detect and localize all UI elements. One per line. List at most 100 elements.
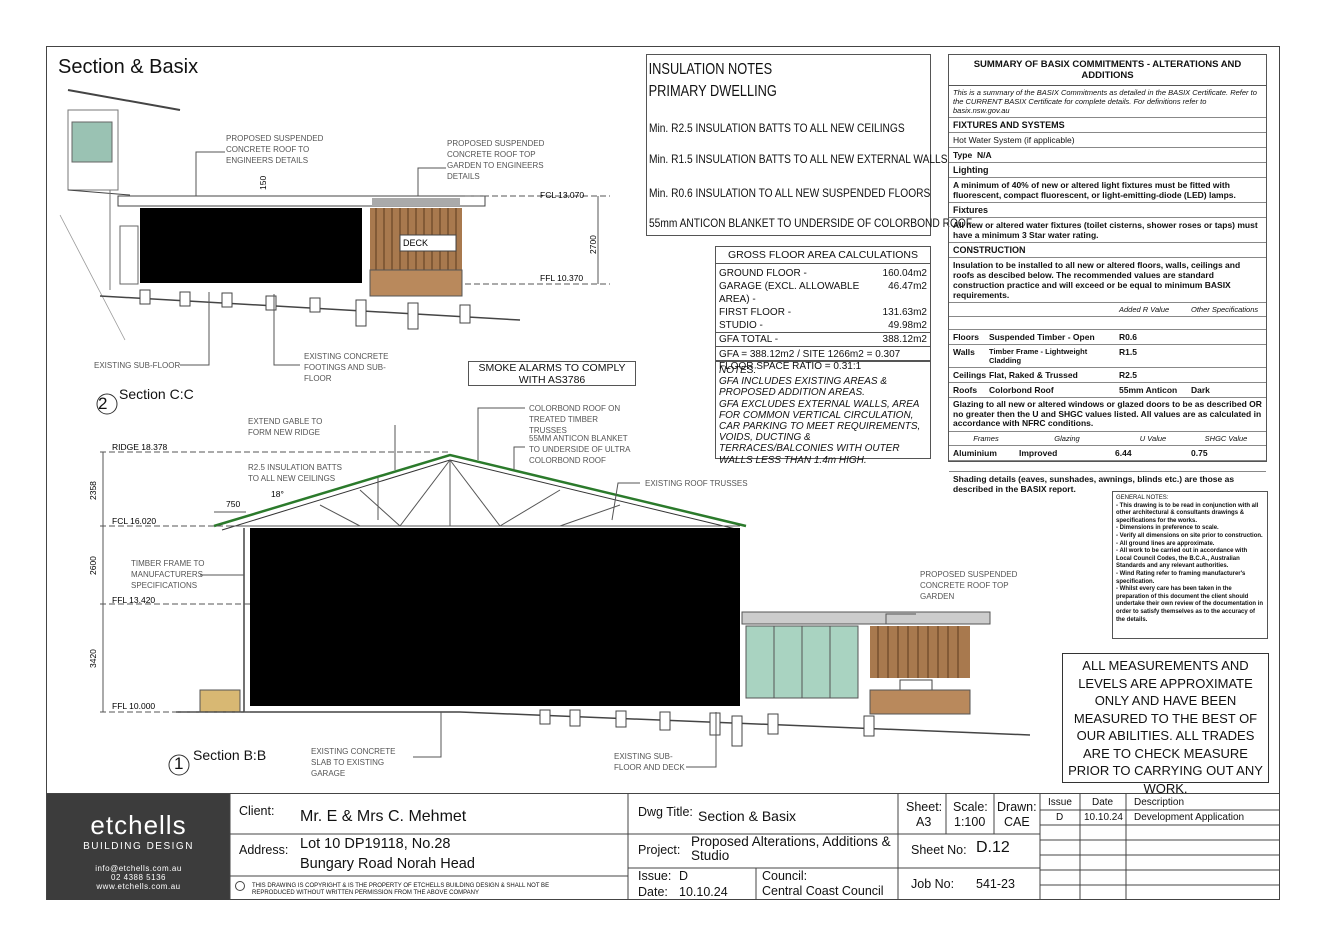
insulation-line-3: Min. R0.6 INSULATION TO ALL NEW SUSPENDE… — [649, 186, 931, 200]
basix-col-r: Added R Value — [1119, 305, 1170, 314]
gfa-row: GARAGE (EXCL. ALLOWABLE AREA) -46.47m2 — [719, 281, 927, 305]
section-cc-drawing: DECK FCL 13.070 FFL 10.370 2700 150 — [59, 89, 610, 415]
insulation-line-1: Min. R2.5 INSULATION BATTS TO ALL NEW CE… — [649, 121, 905, 135]
ffl-cc: FFL 10.370 — [540, 273, 583, 283]
fcl-bb: FCL 16.020 — [112, 516, 156, 526]
date-label: Date: — [638, 885, 668, 899]
gfa-notes: NOTES: GFA INCLUDES EXISTING AREAS & PRO… — [715, 361, 931, 466]
council-label: Council: — [762, 869, 808, 883]
insulation-line-4: 55mm ANTICON BLANKET TO UNDERSIDE OF COL… — [649, 216, 973, 230]
general-notes: GENERAL NOTES: - This drawing is to be r… — [1112, 491, 1268, 639]
annotation-cc-footings: EXISTING CONCRETE FOOTINGS AND SUB-FLOOR — [304, 352, 389, 383]
basix-type-value: N/A — [976, 150, 992, 160]
section-drawings: DECK FCL 13.070 FFL 10.370 2700 150 — [59, 89, 1031, 776]
ridge-level: RIDGE 18.378 — [112, 442, 168, 452]
smoke-alarm-note: SMOKE ALARMS TO COMPLY WITH AS3786 — [468, 361, 636, 386]
insulation-title-1: INSULATION NOTES — [648, 61, 773, 78]
sheet-label: Sheet: — [906, 800, 943, 814]
dim-2600: 2600 — [88, 556, 98, 575]
section-bb-drawing: RIDGE 18.378 FCL 16.020 FFL 13.420 FFL 1… — [88, 407, 1031, 776]
job-no-value: 541-23 — [976, 877, 1015, 891]
section-cc-number: 2 — [98, 394, 108, 413]
rev-col-date: Date — [1092, 797, 1114, 808]
general-note-item: - Wind Rating refer to framing manufactu… — [1116, 570, 1246, 585]
gfa-ratio-2: FLOOR SPACE RATIO = 0.31:1 — [719, 361, 862, 372]
basix-lighting: A minimum of 40% of new or altered light… — [949, 178, 1266, 203]
annotation-bb-timber: TIMBER FRAME TO MANUFACTURERS SPECIFICAT… — [131, 559, 205, 590]
basix-intro: This is a summary of the BASIX Commitmen… — [949, 86, 1266, 118]
ffl-13420: FFL 13.420 — [112, 595, 155, 605]
rev-issue: D — [1056, 812, 1064, 823]
annotation-bb-trusses: EXISTING ROOF TRUSSES — [645, 479, 748, 488]
logo-subtitle: BUILDING DESIGN — [83, 841, 194, 852]
sheet-no-value: D.12 — [976, 839, 1010, 856]
rev-col-description: Description — [1134, 797, 1185, 808]
project-label: Project: — [638, 843, 681, 857]
basix-summary: SUMMARY OF BASIX COMMITMENTS - ALTERATIO… — [948, 54, 1267, 494]
drawn-label: Drawn: — [997, 800, 1037, 814]
basix-title: SUMMARY OF BASIX COMMITMENTS - ALTERATIO… — [949, 55, 1266, 86]
annotation-bb-garden: PROPOSED SUSPENDED CONCRETE ROOF TOP GAR… — [920, 570, 1018, 601]
company-logo: etchells BUILDING DESIGN info@etchells.c… — [47, 794, 230, 900]
rev-description: Development Application — [1134, 812, 1245, 823]
measurements-disclaimer: ALL MEASUREMENTS AND LEVELS ARE APPROXIM… — [1062, 653, 1269, 796]
section-bb-number: 1 — [174, 754, 184, 773]
basix-fixtures-subheading: Fixtures — [949, 203, 1266, 218]
general-notes-title: GENERAL NOTES: — [1116, 495, 1169, 501]
issue-label: Issue: — [638, 869, 672, 883]
annotation-bb-gable: EXTEND GABLE TO FORM NEW RIDGE — [248, 417, 323, 437]
address-line-1: Lot 10 DP19118, No.28 — [300, 836, 451, 852]
rev-date: 10.10.24 — [1084, 812, 1123, 823]
annotation-bb-anticon: 55mm ANTICON BLANKET TO UNDERSIDE OF ULT… — [529, 434, 631, 465]
gfa-table: GROSS FLOOR AREA CALCULATIONS GROUND FLO… — [715, 246, 931, 372]
general-note-item: - This drawing is to be read in conjunct… — [1116, 502, 1259, 524]
scale-value: 1:100 — [954, 815, 986, 829]
annotation-cc-garden: PROPOSED SUSPENDED CONCRETE ROOF TOP GAR… — [447, 139, 545, 181]
annotation-bb-subfloor: EXISTING SUB- FLOOR AND DECK — [614, 752, 685, 772]
roof-pitch: 18° — [271, 489, 284, 499]
ffl-10000: FFL 10.000 — [112, 701, 155, 711]
gfa-title: GROSS FLOOR AREA CALCULATIONS — [716, 247, 930, 264]
dwg-title-label: Dwg Title: — [638, 805, 693, 819]
gfa-row: FIRST FLOOR -131.63m2 — [719, 307, 927, 318]
sheet-title: Section & Basix — [58, 56, 199, 78]
issue-value: D — [679, 869, 689, 883]
copyright-notice: THIS DRAWING IS COPYRIGHT & IS THE PROPE… — [252, 883, 550, 896]
address-line-2: Bungary Road Norah Head — [300, 856, 475, 872]
redaction-block — [140, 208, 362, 283]
gfa-row: STUDIO -49.98m2 — [719, 320, 927, 331]
address-label: Address: — [239, 843, 289, 857]
general-note-item: - Whilst every care has been taken in th… — [1116, 586, 1264, 623]
sheet-no-label: Sheet No: — [911, 843, 967, 857]
general-note-item: - Dimensions in preference to scale. — [1116, 525, 1219, 532]
annotation-bb-slab: EXISTING CONCRETE SLAB TO EXISTING GARAG… — [311, 747, 396, 778]
project-value: Proposed Alterations, Additions & Studio — [691, 834, 891, 863]
title-block — [46, 793, 1280, 901]
company-email: info@etchells.com.au — [95, 864, 182, 873]
gfa-total: GFA TOTAL -388.12m2 — [716, 332, 930, 347]
client-label: Client: — [239, 804, 275, 818]
sheet-value: A3 — [916, 815, 932, 829]
dwg-title-value: Section & Basix — [698, 808, 797, 824]
basix-col-other: Other Specifications — [1191, 305, 1259, 314]
dim-2358: 2358 — [88, 481, 98, 500]
sheet-frame — [46, 46, 1280, 900]
scale-label: Scale: — [953, 800, 988, 814]
council-value: Central Coast Council — [762, 884, 884, 898]
basix-shading: Shading details (eaves, sunshades, awnin… — [953, 473, 1235, 494]
date-value: 10.10.24 — [679, 885, 728, 899]
annotation-cc-roof: PROPOSED SUSPENDED CONCRETE ROOF TO ENGI… — [226, 134, 324, 165]
annotation-bb-colorbond: COLORBOND ROOF ON TREATED TIMBER TRUSSES — [529, 404, 621, 435]
basix-lighting-heading: Lighting — [949, 163, 1266, 178]
section-cc-label: Section C:C — [119, 386, 194, 402]
insulation-title-2: PRIMARY DWELLING — [648, 83, 777, 100]
basix-type-label: Type — [953, 150, 973, 160]
fcl-cc: FCL 13.070 — [540, 190, 584, 200]
annotation-bb-batts: R2.5 INSULATION BATTS TO ALL NEW CEILING… — [248, 463, 342, 483]
company-phone: 02 4388 5136 — [111, 873, 166, 882]
insulation-line-2: Min. R1.5 INSULATION BATTS TO ALL NEW EX… — [649, 152, 948, 166]
section-bb-label: Section B:B — [193, 747, 267, 763]
